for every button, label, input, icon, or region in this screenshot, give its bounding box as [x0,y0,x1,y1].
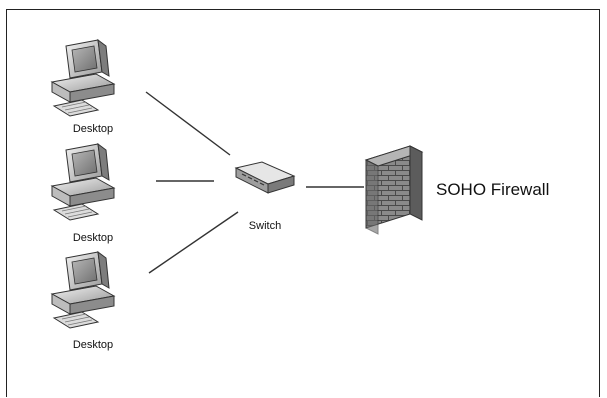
desktop-computer-icon [52,144,114,220]
desktop-label: Desktop [73,123,113,135]
switch-node: Switch [236,162,294,232]
desktop-node-3: Desktop [52,252,114,351]
firewall-node: SOHO Firewall [366,146,549,234]
desktop-computer-icon [52,40,114,116]
desktop-computer-icon [52,252,114,328]
link-desktop-1-switch [146,92,230,155]
switch-label: Switch [249,220,281,232]
desktop-label: Desktop [73,232,113,244]
network-switch-icon [236,162,294,193]
desktop-node-1: Desktop [52,40,114,135]
desktop-label: Desktop [73,339,113,351]
desktop-node-2: Desktop [52,144,114,244]
firewall-label: SOHO Firewall [436,180,549,199]
link-desktop-3-switch [149,212,238,273]
brick-firewall-icon [366,146,422,234]
